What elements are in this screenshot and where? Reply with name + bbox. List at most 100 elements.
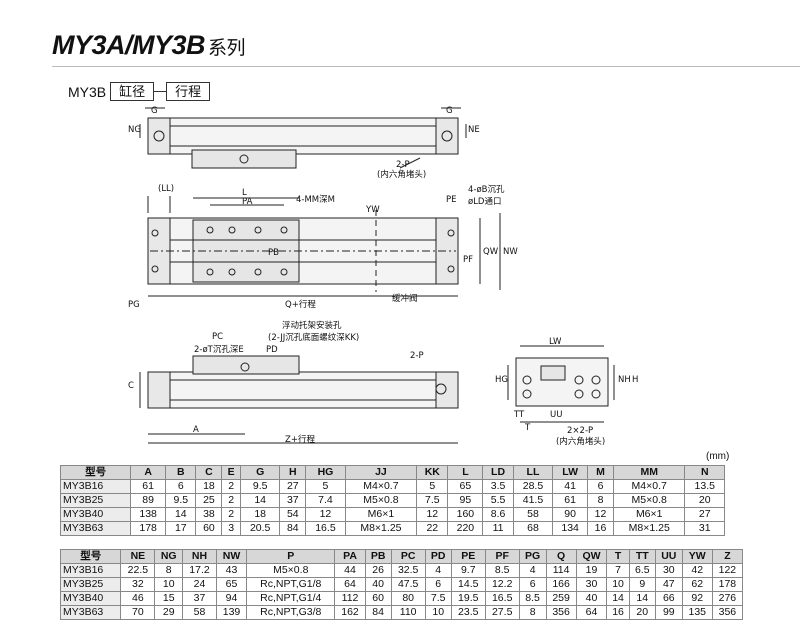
dim-ll: (LL) (158, 184, 174, 194)
table-cell: 134 (552, 521, 589, 536)
column-header: HG (305, 465, 346, 480)
label-cushion: 缓冲阀 (392, 293, 418, 304)
label-t-hole: 2-øT沉孔深E (194, 345, 244, 355)
table-cell: 16 (606, 605, 630, 620)
label-float-hole2: (2-JJ沉孔底面螺纹深KK) (268, 332, 359, 343)
column-header: A (130, 465, 167, 480)
table-cell: 22.5 (120, 563, 156, 578)
table-cell: 47 (654, 577, 683, 592)
table-cell: 30 (575, 577, 608, 592)
table-cell: 4 (424, 563, 452, 578)
table-cell: 32.5 (390, 563, 426, 578)
table-cell: 7.5 (424, 591, 452, 606)
table-cell: 89 (130, 493, 167, 508)
table-cell: Rc,NPT,G3/8 (246, 605, 336, 620)
table-cell: MY3B25 (59, 577, 122, 592)
table-cell: M4×0.7 (612, 479, 686, 494)
table-cell: M5×0.8 (246, 563, 336, 578)
table-cell: 12 (416, 507, 449, 522)
label-2p-b: 2-P (410, 351, 424, 361)
table-cell: 26 (364, 563, 392, 578)
table-cell: M6×1 (344, 507, 418, 522)
column-header: 型号 (59, 465, 132, 480)
dim-g-right: G (446, 106, 453, 116)
column-header: Z (711, 549, 744, 564)
table-cell: 64 (575, 605, 608, 620)
table-cell: 160 (447, 507, 484, 522)
title-sub: 系列 (208, 38, 246, 59)
table-cell: 112 (334, 591, 366, 606)
table-cell: 15 (154, 591, 184, 606)
table-cell: 19.5 (450, 591, 486, 606)
column-header: H (279, 465, 307, 480)
stroke-box: 行程 (166, 82, 211, 101)
bore-box: 缸径 (110, 82, 155, 101)
column-header: B (165, 465, 197, 480)
dim-pa: PA (242, 197, 253, 207)
table-cell: 16.5 (484, 591, 520, 606)
table-cell: 8.5 (518, 591, 547, 606)
column-header: UU (654, 549, 683, 564)
table-cell: 2 (221, 493, 241, 508)
table-cell: 80 (390, 591, 426, 606)
dim-pf: PF (463, 255, 473, 265)
table-cell: 60 (195, 521, 223, 536)
technical-drawing: G G NG NE 2-P (内六角堵头) (LL) L PA 4-MM深M Y… (128, 106, 638, 447)
table-cell: 62 (681, 577, 713, 592)
table-cell: 42 (681, 563, 713, 578)
table-cell: 3 (221, 521, 241, 536)
table-cell: 94 (215, 591, 248, 606)
column-header: LL (512, 465, 554, 480)
dim-pd: PD (266, 345, 278, 355)
column-header: M (587, 465, 614, 480)
column-header: G (239, 465, 281, 480)
table-cell: 29 (154, 605, 184, 620)
table-cell: 10 (606, 577, 630, 592)
model-prefix: MY3B (68, 83, 107, 100)
table-cell: M5×0.8 (344, 493, 418, 508)
table-cell: 95 (447, 493, 484, 508)
table-cell: 43 (215, 563, 248, 578)
table-cell: 178 (130, 521, 167, 536)
table-cell: 99 (654, 605, 683, 620)
model-dash (154, 91, 167, 92)
dim-qw: QW (483, 247, 499, 257)
table-cell: 6 (165, 479, 197, 494)
table-cell: 27.5 (484, 605, 520, 620)
table-cell: 276 (711, 591, 744, 606)
table-cell: 40 (575, 591, 608, 606)
table-cell: 61 (130, 479, 167, 494)
table-cell: 65 (447, 479, 484, 494)
column-header: NW (215, 549, 248, 564)
table-cell: 84 (364, 605, 392, 620)
dim-nh: NH (618, 375, 631, 385)
dim-t: T (524, 423, 531, 433)
table-cell: 162 (334, 605, 366, 620)
table-cell: MY3B40 (59, 507, 132, 522)
table-cell: 31 (684, 521, 725, 536)
column-header: PA (334, 549, 366, 564)
table-cell: 8.5 (484, 563, 520, 578)
table-cell: 14 (606, 591, 630, 606)
table-cell: 12 (587, 507, 614, 522)
column-header: 型号 (59, 549, 122, 564)
label-2p-note: (内六角堵头) (377, 169, 426, 180)
table-cell: 10 (424, 605, 452, 620)
column-header: JJ (344, 465, 418, 480)
table-cell: 37 (279, 493, 307, 508)
dim-pe: PE (446, 195, 457, 205)
table-cell: 16.5 (305, 521, 346, 536)
table-cell: M5×0.8 (612, 493, 686, 508)
table-cell: 61 (552, 493, 589, 508)
dim-tt: TT (513, 410, 525, 420)
table-cell: 68 (512, 521, 554, 536)
column-header: PB (364, 549, 392, 564)
table-cell: 64 (334, 577, 366, 592)
